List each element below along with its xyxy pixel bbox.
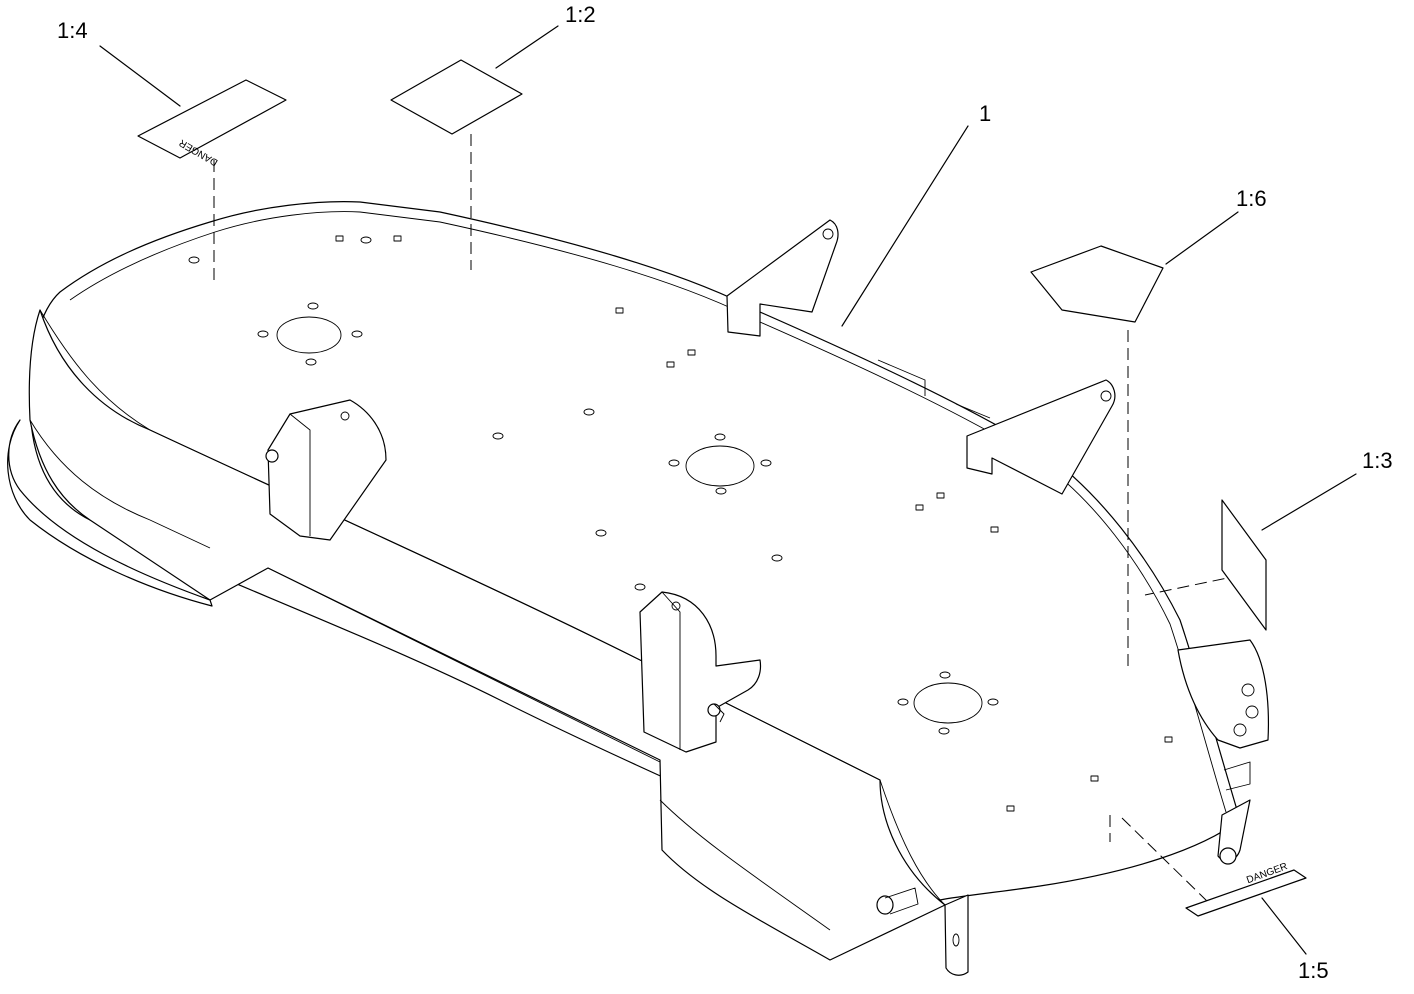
mower-deck (7, 201, 1269, 976)
callout-leaders (99, 25, 1357, 955)
decal-danger-top: DANGER (137, 79, 287, 168)
callout-labels: 1:4 1:2 1 1:6 1:3 1:5 (57, 2, 1393, 983)
decal-danger-bottom: DANGER (1185, 861, 1307, 917)
callout-1: 1 (979, 101, 991, 126)
callout-1-5: 1:5 (1298, 958, 1329, 983)
decal-pentagon (1030, 245, 1164, 323)
callout-1-2: 1:2 (565, 2, 596, 27)
callout-1-3: 1:3 (1362, 448, 1393, 473)
alignment-lines (213, 134, 1243, 903)
decal-side-rect (1221, 499, 1267, 631)
callout-1-6: 1:6 (1236, 186, 1267, 211)
decal-square-top (390, 59, 523, 135)
callout-1-4: 1:4 (57, 18, 88, 43)
